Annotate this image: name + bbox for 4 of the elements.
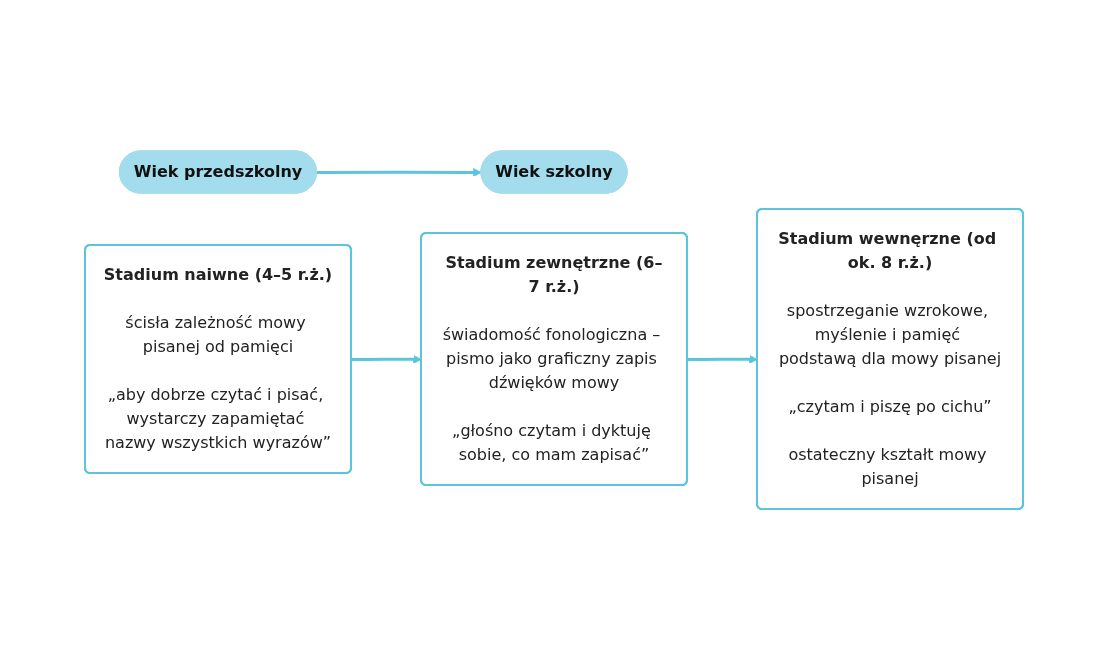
node-text: Stadium zewnętrzne (6–7 r.ż.) świadomość fonologiczna – pismo jako graficzny zapis dźwięków mowy „głośno czytam i dyktuję sobie, co mam zapisać”	[442, 252, 662, 464]
node-text: Stadium naiwne (4–5 r.ż.) ścisła zależność mowy pisanej od pamięci „aby dobrze czytać i pisać, wystarczy zapamiętać nazwy wszystkich wyrazów”	[103, 264, 332, 452]
arrow	[316, 167, 482, 177]
node-text: Stadium wewnęrzne (od ok. 8 r.ż.) spostrzeganie wzrokowe, myślenie i pamięć podstawą dla mowy pisanej „czytam i piszę po cichu” ostateczny kształt mowy pisanej	[777, 228, 1001, 488]
